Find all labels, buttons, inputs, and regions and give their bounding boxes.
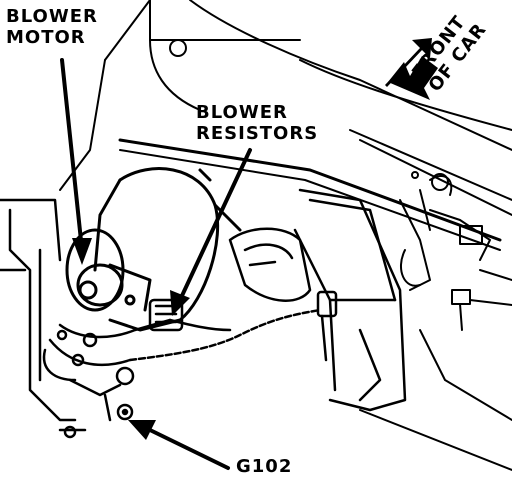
- label-blower-resistors-line2: RESISTORS: [196, 123, 319, 145]
- left-bracket: [0, 198, 77, 422]
- label-ground-point-text: G102: [236, 456, 293, 477]
- duct-hose: [228, 227, 312, 302]
- label-blower-resistors-line1: BLOWER: [196, 102, 288, 123]
- arrow-head-blower-resistors: [170, 290, 190, 316]
- label-blower-motor-line2: MOTOR: [6, 27, 86, 49]
- blower-motor-body: [65, 228, 152, 312]
- arrow-head-blower-motor: [72, 238, 92, 265]
- label-blower-resistors: BLOWER RESISTORS: [196, 102, 318, 144]
- right-side-components: [359, 189, 512, 471]
- ground-point-g102: [58, 403, 134, 439]
- blower-housing: [93, 167, 242, 332]
- label-blower-motor: BLOWER MOTOR: [6, 6, 98, 48]
- label-blower-motor-line1: BLOWER: [6, 6, 98, 27]
- heater-case: [293, 188, 407, 412]
- front-direction-arrow: [388, 56, 438, 100]
- arrow-head-g102: [128, 420, 156, 440]
- label-ground-point: G102: [236, 456, 292, 477]
- dashboard-structure: [59, 0, 512, 251]
